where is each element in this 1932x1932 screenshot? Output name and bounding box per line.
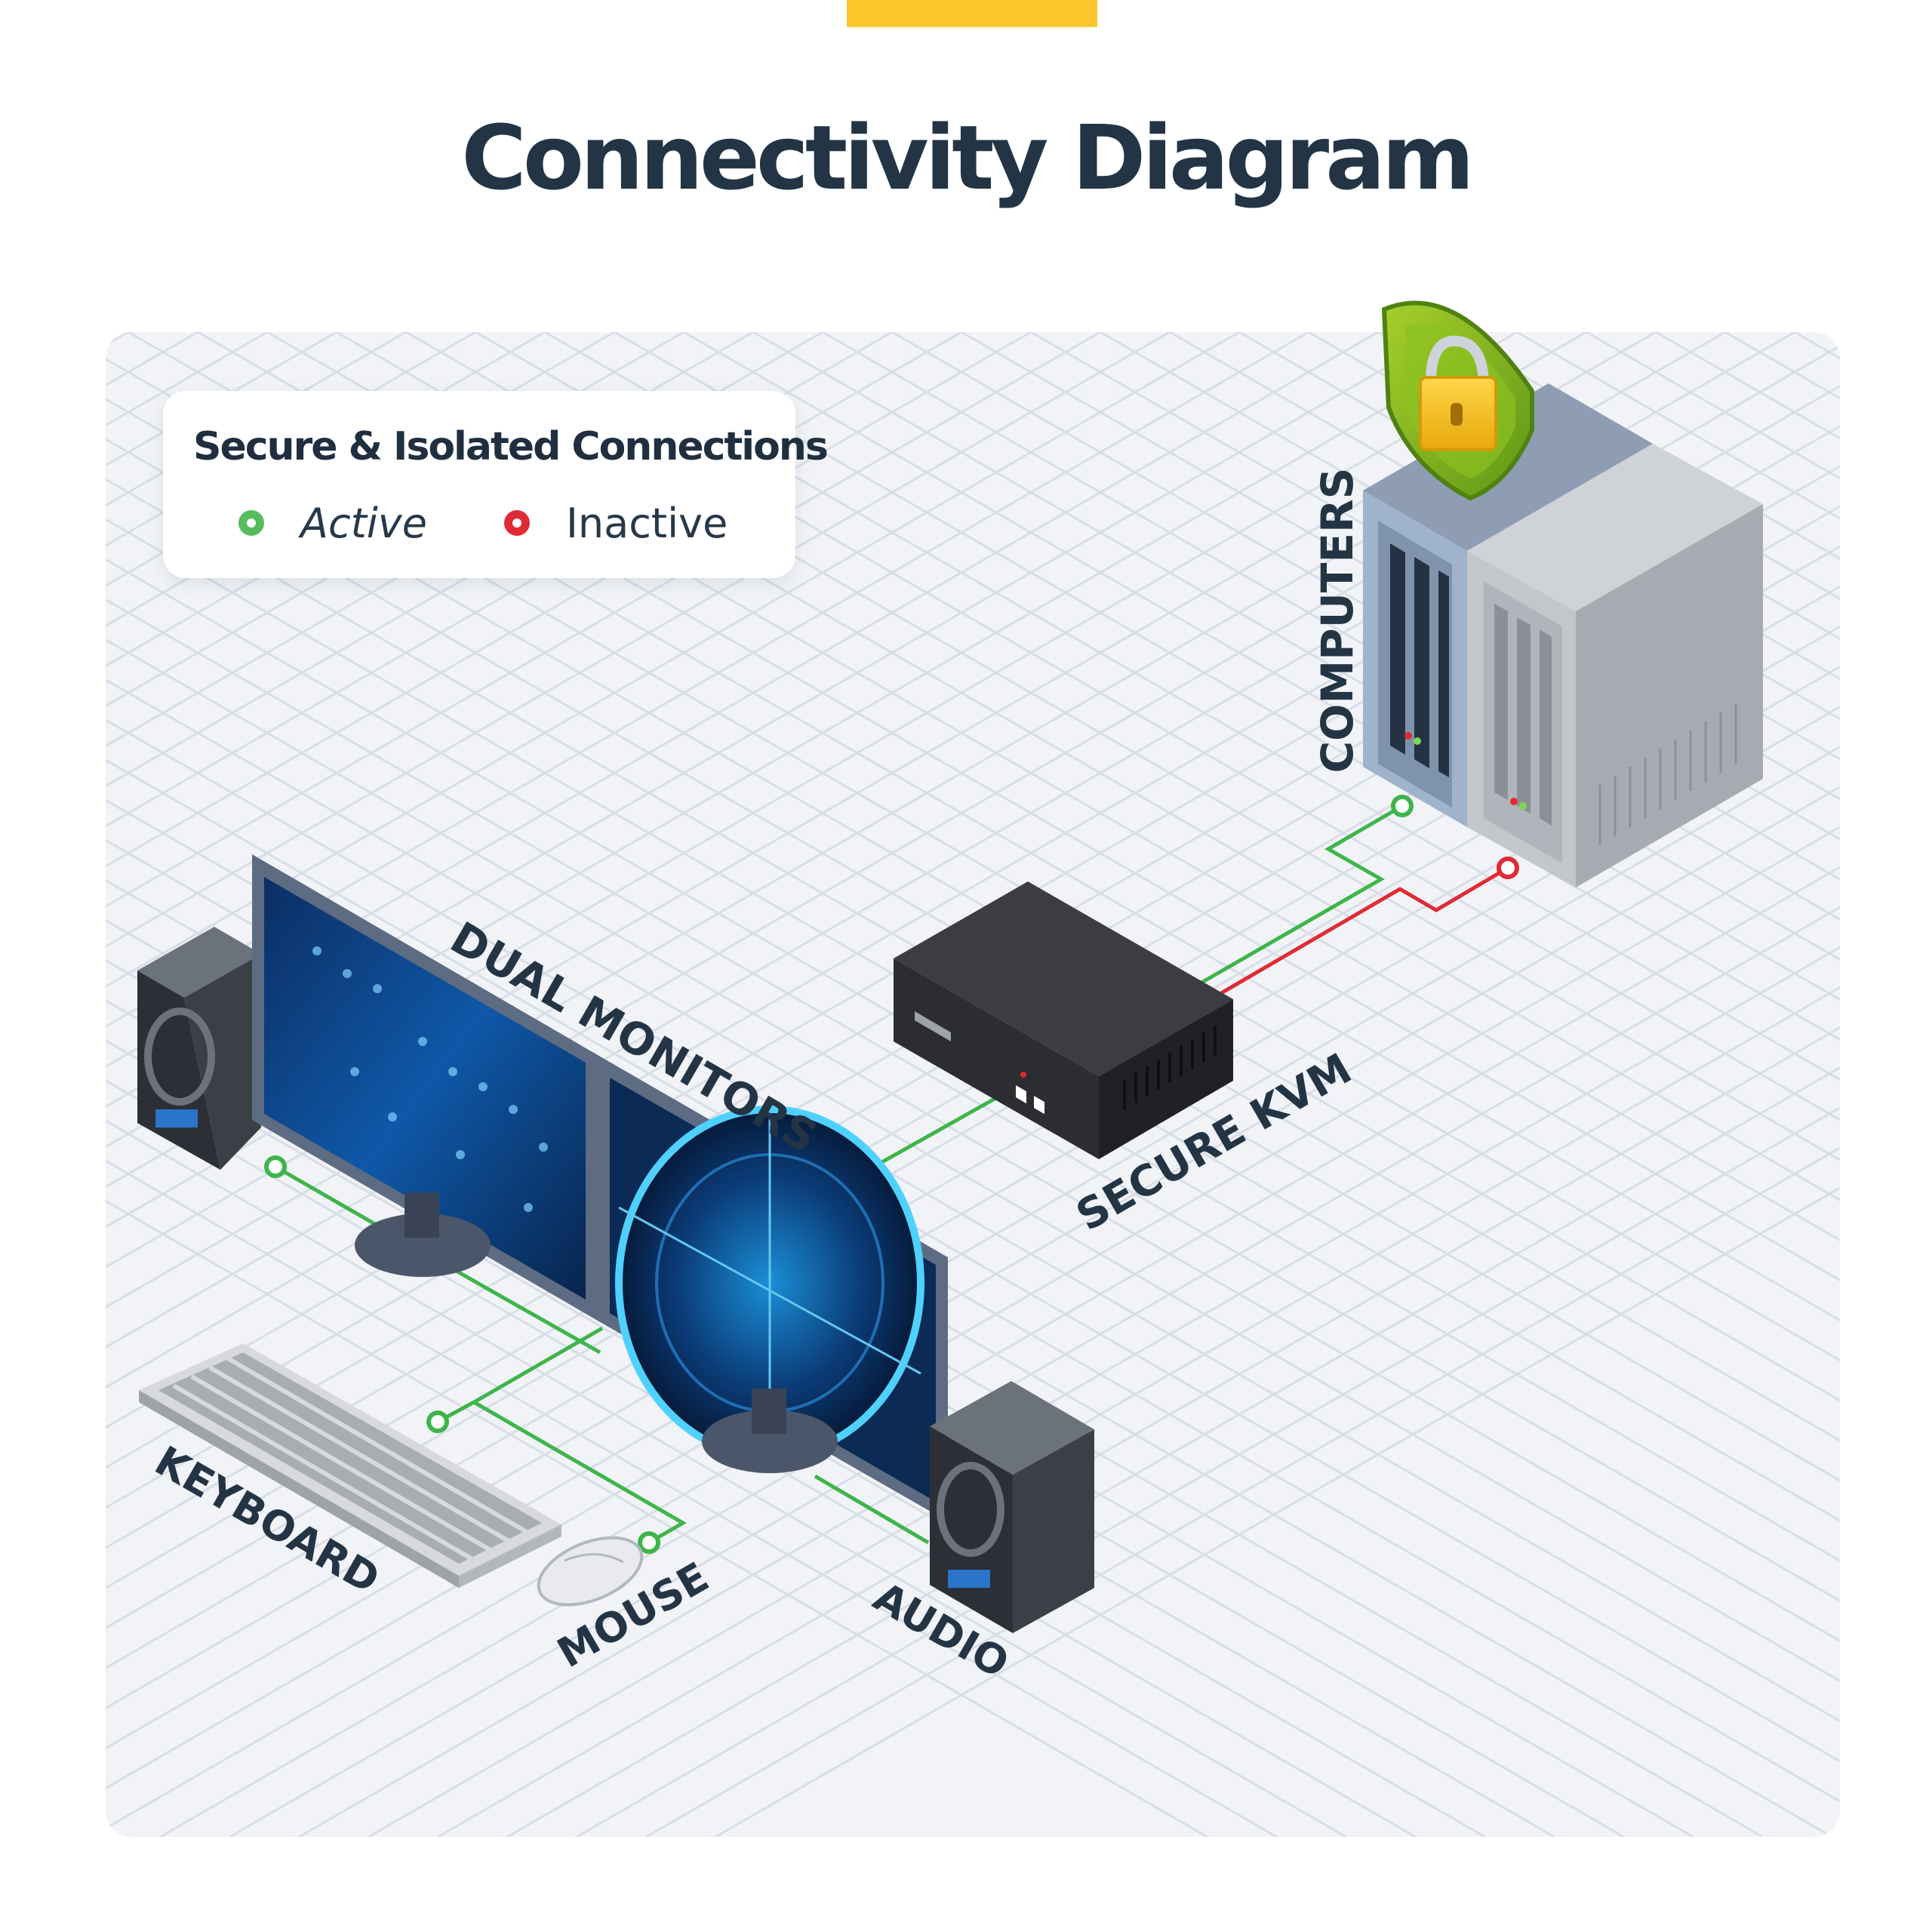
speaker-icon <box>930 1381 1094 1633</box>
keyboard-icon <box>139 1343 561 1588</box>
connection-keyboard-active <box>436 1326 604 1424</box>
connection-audio-active <box>814 1474 930 1545</box>
page-title: Connectivity Diagram <box>461 106 1475 210</box>
inactive-indicator-icon <box>504 510 530 536</box>
active-indicator-icon <box>238 510 264 536</box>
connection-kvm-computers-inactive <box>1220 866 1509 995</box>
legend-label-active: Active <box>300 499 427 547</box>
speaker-icon <box>137 927 261 1170</box>
endpoint-monitor-left <box>264 1155 287 1178</box>
endpoint-computers-inactive <box>1497 857 1519 879</box>
label-computers: COMPUTERS <box>1312 468 1363 774</box>
endpoint-keyboard <box>426 1411 449 1433</box>
legend-item-inactive: Inactive <box>504 497 728 549</box>
legend-card: Secure & Isolated Connections Active Ina… <box>163 391 829 578</box>
shield-lock-icon <box>1381 300 1534 501</box>
connection-monitor-left-active <box>274 1164 601 1355</box>
connection-mouse-active <box>472 1400 687 1545</box>
computer-tower-icon <box>1363 383 1763 888</box>
kvm-switch-icon <box>894 881 1233 1159</box>
mouse-icon <box>537 1536 644 1607</box>
legend-title: Secure & Isolated Connections <box>193 424 829 469</box>
connection-lines <box>264 795 1519 1554</box>
legend-item-active: Active <box>238 497 427 549</box>
endpoint-computers-active <box>1391 795 1414 817</box>
monitor-icon <box>252 854 948 1521</box>
endpoint-mouse <box>638 1531 660 1554</box>
connection-kvm-computers-active <box>1200 804 1404 985</box>
legend-label-inactive: Inactive <box>566 499 728 547</box>
accent-bar <box>847 0 1097 27</box>
